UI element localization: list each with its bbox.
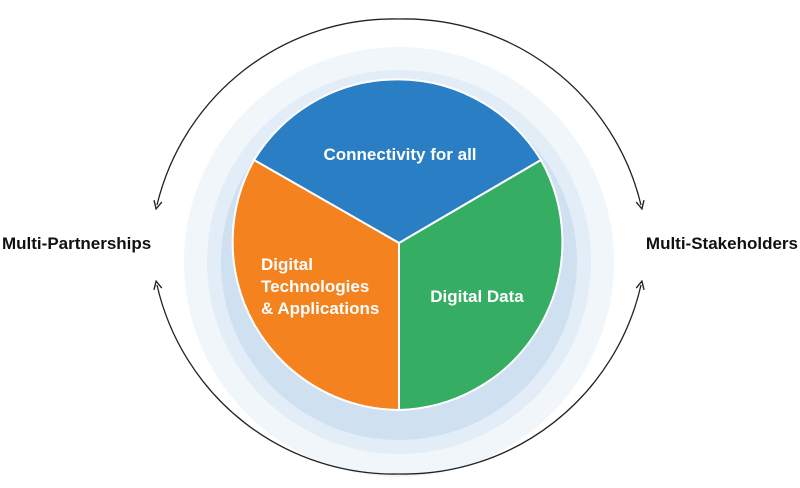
segment-label-connectivity: Connectivity for all bbox=[323, 145, 476, 164]
segment-label-technologies-line2: Technologies bbox=[261, 277, 369, 296]
label-multi-stakeholders: Multi-Stakeholders bbox=[646, 234, 798, 253]
segment-label-technologies-line3: & Applications bbox=[261, 299, 379, 318]
segment-digital-data bbox=[398, 158, 564, 412]
segment-connectivity bbox=[252, 78, 543, 245]
segment-label-digital-data: Digital Data bbox=[430, 287, 524, 306]
segment-label-technologies-line1: Digital bbox=[261, 255, 313, 274]
arrow-top-left bbox=[157, 18, 400, 205]
arrow-top-right bbox=[398, 18, 641, 205]
label-multi-partnerships: Multi-Partnerships bbox=[2, 234, 151, 253]
segment-digital-technologies bbox=[231, 158, 400, 412]
arrow-bottom-left bbox=[157, 285, 400, 475]
arrow-bottom-right bbox=[398, 285, 641, 475]
